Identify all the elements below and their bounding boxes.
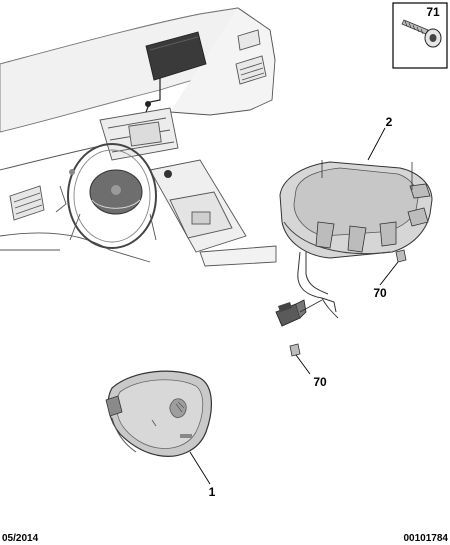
left-air-vent [9, 185, 45, 221]
steering-wheel-airbag-module: 1 [105, 370, 216, 499]
screw-fastener-lower: 70 [289, 343, 327, 389]
callout-70-upper: 70 [373, 286, 387, 300]
callout-1: 1 [209, 485, 216, 499]
screw-icon [401, 19, 442, 48]
screw-box: 71 [392, 2, 448, 69]
footer-date: 05/2014 [2, 533, 39, 544]
steering-wheel-overview [67, 143, 157, 249]
callout-70-lower: 70 [313, 375, 327, 389]
passenger-airbag-module: 2 [275, 115, 433, 327]
right-air-vent [235, 29, 267, 85]
screw-fastener-upper: 70 [373, 249, 407, 300]
callout-71: 71 [426, 5, 440, 19]
footer-reference: 00101784 [404, 533, 449, 544]
callout-2: 2 [386, 115, 393, 129]
brand-emblem-icon [169, 398, 187, 418]
dash-airbag-location [145, 31, 207, 113]
dashboard-overview-illustration [0, 7, 277, 267]
